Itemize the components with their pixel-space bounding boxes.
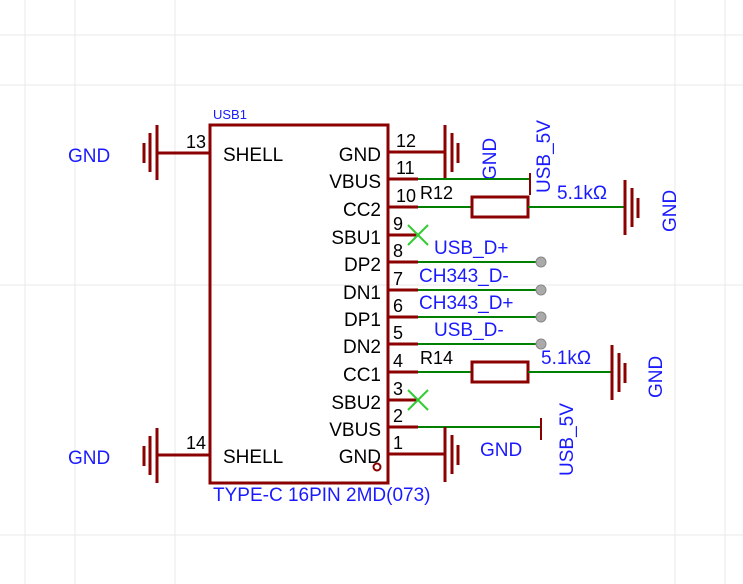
gnd-symbol-pin14[interactable] (142, 428, 159, 483)
pin-number-3: 3 (393, 379, 403, 399)
resistor-r14[interactable]: R14 5.1kΩ (420, 348, 591, 384)
pin-name-6: DP1 (344, 310, 381, 331)
pin-number-12: 12 (396, 131, 416, 151)
pin-name-8: DP2 (344, 255, 381, 276)
gnd-label-pin1: GND (480, 440, 522, 461)
no-connect-pin3 (407, 389, 429, 411)
gnd-label-r12: GND (660, 190, 681, 232)
pin-number-9: 9 (393, 214, 403, 234)
usb1-connector[interactable]: USB1 TYPE-C 16PIN 2MD(073) 13 SHELL 14 S… (157, 107, 445, 506)
pin-number-2: 2 (393, 406, 403, 426)
component-body (208, 123, 390, 485)
pin-number-7: 7 (393, 269, 403, 289)
pin-name-5: DN2 (343, 337, 381, 358)
usb5v-label-top: USB_5V (534, 120, 555, 193)
pin-name-2: VBUS (329, 420, 381, 441)
r12-designator: R12 (420, 183, 453, 203)
gnd-label-pin12: GND (480, 138, 501, 180)
net-label-ch343-dp: CH343_D+ (419, 293, 514, 314)
right-pin-names: GND VBUS CC2 SBU1 DP2 DN1 DP1 DN2 CC1 SB… (329, 145, 381, 468)
data-wires (418, 261, 541, 345)
gnd-label-pin13: GND (68, 146, 110, 167)
pin-14[interactable]: 14 SHELL (157, 433, 283, 468)
pin-name-1: GND (339, 447, 381, 468)
gnd-symbol-pin13[interactable] (142, 125, 159, 180)
gnd-symbol-r14[interactable] (610, 345, 627, 400)
pin-number: 14 (186, 433, 206, 453)
component-value: TYPE-C 16PIN 2MD(073) (213, 485, 431, 506)
pin-number-8: 8 (393, 241, 403, 261)
component-designator: USB1 (213, 107, 247, 122)
pin-name-10: CC2 (343, 200, 381, 221)
gnd-label-pin14: GND (68, 448, 110, 469)
pin-name-12: GND (339, 145, 381, 166)
pin-name-11: VBUS (329, 172, 381, 193)
resistor-r12[interactable]: R12 5.1kΩ (420, 183, 607, 219)
gnd-symbol-r12[interactable] (623, 180, 640, 235)
no-connect-pin9 (407, 224, 429, 246)
pin-name-4: CC1 (343, 365, 381, 386)
r12-value: 5.1kΩ (557, 183, 607, 204)
net-label-usb-dm: USB_D- (434, 320, 504, 341)
r14-designator: R14 (420, 348, 453, 368)
pin1-marker (372, 462, 382, 472)
pin-name-7: DN1 (343, 283, 381, 304)
pin-name-9: SBU1 (331, 228, 381, 249)
pin-number-5: 5 (393, 323, 403, 343)
right-pin-lines (388, 150, 445, 456)
right-pin-numbers: 12 11 10 9 8 7 6 5 4 3 2 1 (393, 131, 416, 453)
net-label-usb-dp: USB_D+ (434, 238, 508, 259)
pin-name: SHELL (223, 447, 283, 468)
net-endpoints (535, 256, 547, 350)
usb5v-label-bottom: USB_5V (557, 403, 578, 476)
pin-13[interactable]: 13 SHELL (157, 132, 283, 166)
r14-value: 5.1kΩ (541, 348, 591, 369)
pin-name: SHELL (223, 145, 283, 166)
pin-number: 13 (186, 132, 206, 152)
gnd-symbol-pin12[interactable] (443, 125, 460, 180)
net-label-ch343-dm: CH343_D- (419, 266, 509, 287)
pin-number-10: 10 (396, 186, 416, 206)
pin-number-6: 6 (393, 296, 403, 316)
gnd-symbol-pin1[interactable] (443, 427, 460, 482)
pin-number-4: 4 (393, 351, 403, 371)
pin-number-1: 1 (393, 433, 403, 453)
pin-number-11: 11 (396, 158, 415, 178)
gnd-label-r14: GND (646, 356, 667, 398)
pin-name-3: SBU2 (331, 393, 381, 414)
